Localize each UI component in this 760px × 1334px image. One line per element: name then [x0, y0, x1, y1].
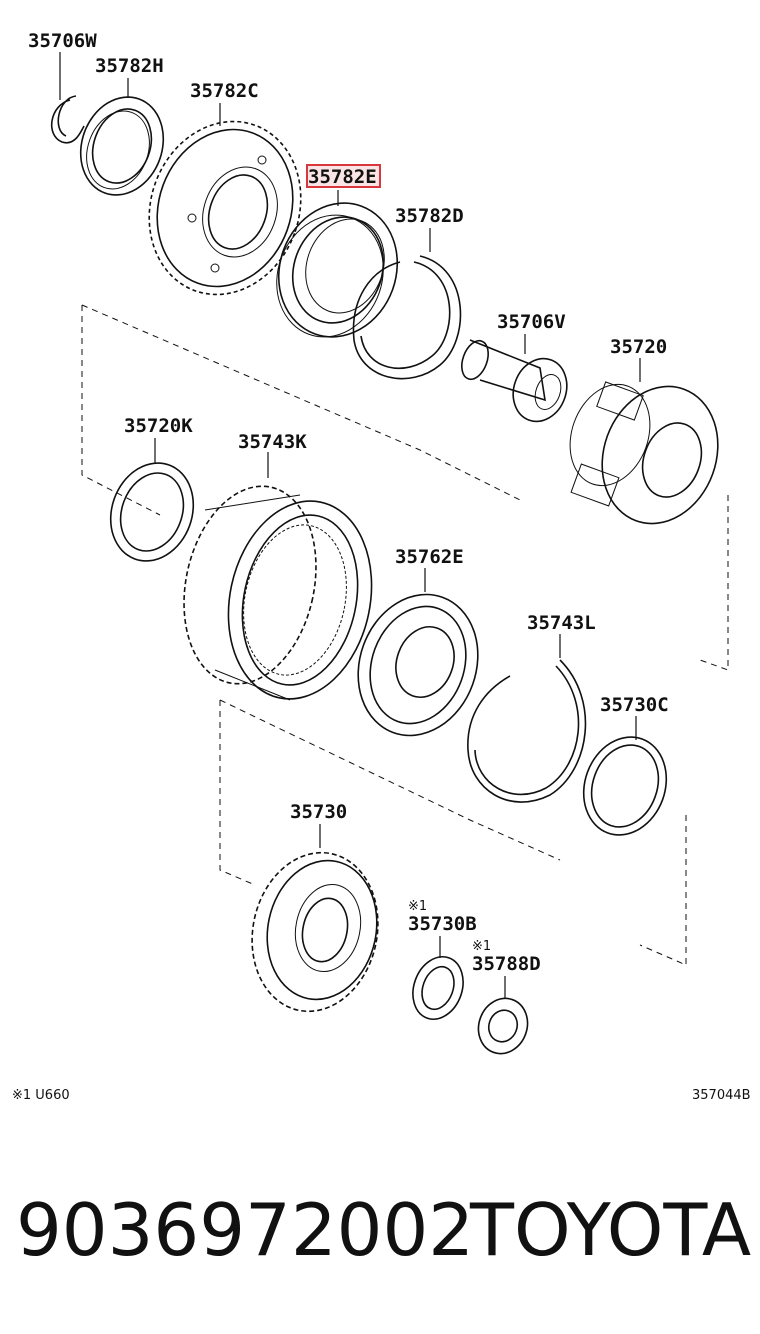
label-35782E[interactable]: 35782E [308, 166, 377, 188]
assembly-outline-lower-right [219, 699, 561, 861]
label-35788D[interactable]: 35788D [472, 953, 541, 975]
thrust-washer-35720K[interactable] [97, 451, 206, 572]
assembly-outline-upper-right [81, 304, 521, 501]
snap-ring-35782D[interactable] [352, 255, 462, 380]
thrust-washer-35788D[interactable] [471, 991, 535, 1060]
label-35730[interactable]: 35730 [290, 801, 347, 823]
label-35706W[interactable]: 35706W [28, 30, 97, 52]
gear-35782C[interactable] [125, 100, 324, 316]
label-35720[interactable]: 35720 [610, 336, 667, 358]
label-35743L[interactable]: 35743L [527, 612, 596, 634]
thrust-washer-35730B[interactable] [405, 950, 472, 1027]
footnote: ※1 U660 [12, 1088, 70, 1100]
label-35706V[interactable]: 35706V [497, 311, 566, 333]
assembly-outline-upper [81, 305, 161, 516]
shaft-35706V[interactable] [457, 337, 575, 429]
sun-gear-35730[interactable] [238, 841, 393, 1023]
thrust-washer-35782H[interactable] [67, 85, 176, 206]
part-number: 9036972002 [16, 1188, 475, 1272]
clutch-drum-35743K[interactable] [167, 474, 390, 712]
highlight-box-35782E [306, 164, 381, 188]
mark-35730B: ※1 [408, 899, 427, 914]
label-35762E[interactable]: 35762E [395, 546, 464, 568]
bearing-35782E[interactable] [260, 186, 416, 353]
assembly-outline-lower [219, 700, 256, 886]
mark-35788D: ※1 [472, 939, 491, 954]
label-35720K[interactable]: 35720K [124, 415, 193, 437]
label-35743K[interactable]: 35743K [238, 431, 307, 453]
label-35782C[interactable]: 35782C [190, 80, 259, 102]
thrust-washer-35730C[interactable] [570, 725, 679, 846]
parts-exploded-diagram: 35706W 35782H 35782C 35782E 35782D 35706… [12, 30, 751, 1100]
carrier-35720[interactable] [557, 370, 737, 540]
label-35782D[interactable]: 35782D [395, 205, 464, 227]
assembly-outline-lower-edge [639, 815, 687, 966]
snap-ring-35743L[interactable] [467, 659, 587, 803]
label-35730B[interactable]: 35730B [408, 913, 477, 935]
bearing-35762E[interactable] [339, 578, 497, 753]
diagram-code: 357044B [692, 1088, 751, 1100]
assembly-outline-upper-edge [699, 495, 729, 671]
brand-name: TOYOTA [470, 1188, 752, 1272]
label-35730C[interactable]: 35730C [600, 694, 669, 716]
label-35782H[interactable]: 35782H [95, 55, 164, 77]
snap-ring-35706W[interactable] [50, 95, 85, 144]
